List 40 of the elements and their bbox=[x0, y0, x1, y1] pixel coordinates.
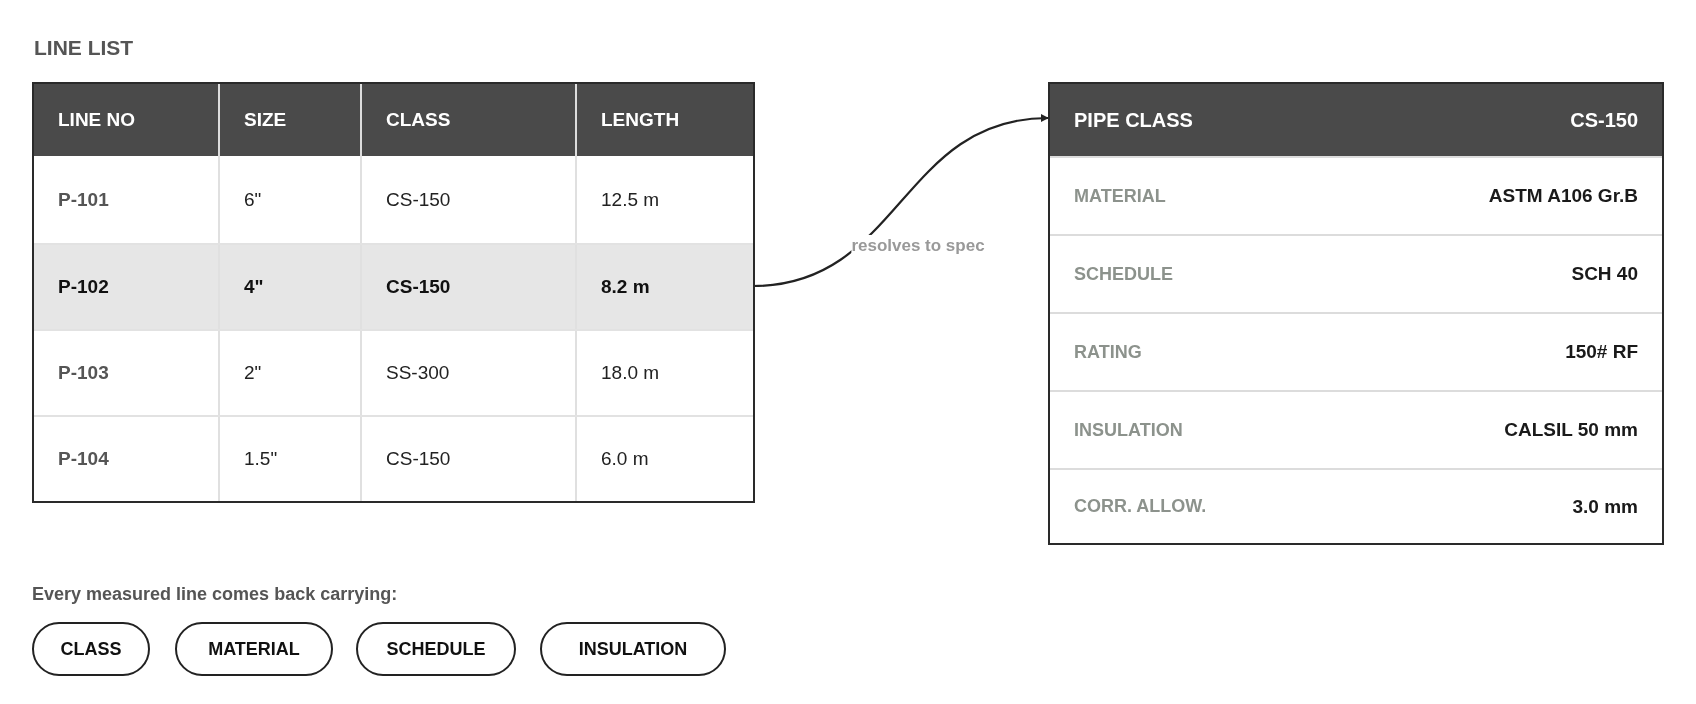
spec-label: RATING bbox=[1074, 341, 1142, 363]
table-row bbox=[34, 329, 753, 415]
table-header-row bbox=[34, 84, 753, 156]
highlighted-table-row bbox=[34, 243, 753, 329]
attribute-pill: INSULATION bbox=[540, 622, 726, 676]
table-value: 6.0 m bbox=[575, 417, 753, 501]
column-header: LINE NO bbox=[57, 108, 137, 132]
column-header: SIZE bbox=[218, 84, 360, 156]
table-value: CS-150 bbox=[360, 417, 575, 501]
table-value: 2" bbox=[218, 331, 360, 415]
attribute-pill: SCHEDULE bbox=[356, 622, 516, 676]
spec-value: SCH 40 bbox=[1571, 263, 1638, 285]
spec-label: MATERIAL bbox=[1074, 185, 1166, 207]
spec-value: 3.0 mm bbox=[1572, 495, 1638, 518]
table-value: 1.5" bbox=[218, 417, 360, 501]
table-value: SS-300 bbox=[360, 331, 575, 415]
spec-title: PIPE CLASS bbox=[1074, 108, 1193, 132]
column-header: LENGTH bbox=[575, 84, 753, 156]
column-header: CLASS bbox=[360, 84, 575, 156]
table-title: LINE LIST bbox=[34, 36, 134, 60]
spec-label: CORR. ALLOW. bbox=[1074, 496, 1207, 517]
note-text: Every measured line comes back carrying: bbox=[32, 584, 398, 605]
attribute-pill: MATERIAL bbox=[175, 622, 333, 676]
line-number: P-104 bbox=[57, 447, 110, 471]
table-value: 8.2 m bbox=[575, 245, 753, 329]
attribute-pill: CLASS bbox=[32, 622, 150, 676]
spec-label: INSULATION bbox=[1074, 419, 1183, 441]
spec-label: SCHEDULE bbox=[1074, 263, 1173, 285]
line-number: P-101 bbox=[57, 187, 110, 212]
spec-value: CALSIL 50 mm bbox=[1504, 419, 1638, 441]
table-row bbox=[34, 415, 753, 501]
line-number: P-103 bbox=[57, 361, 110, 385]
table-value: CS-150 bbox=[360, 245, 575, 329]
table-value: 4" bbox=[218, 245, 360, 329]
spec-value: CS-150 bbox=[1570, 108, 1638, 132]
pipe-class-card bbox=[1048, 82, 1664, 545]
table-value: 18.0 m bbox=[575, 331, 753, 415]
spec-value: 150# RF bbox=[1565, 341, 1638, 363]
line-number: P-102 bbox=[57, 275, 110, 299]
spec-value: ASTM A106 Gr.B bbox=[1488, 185, 1638, 207]
